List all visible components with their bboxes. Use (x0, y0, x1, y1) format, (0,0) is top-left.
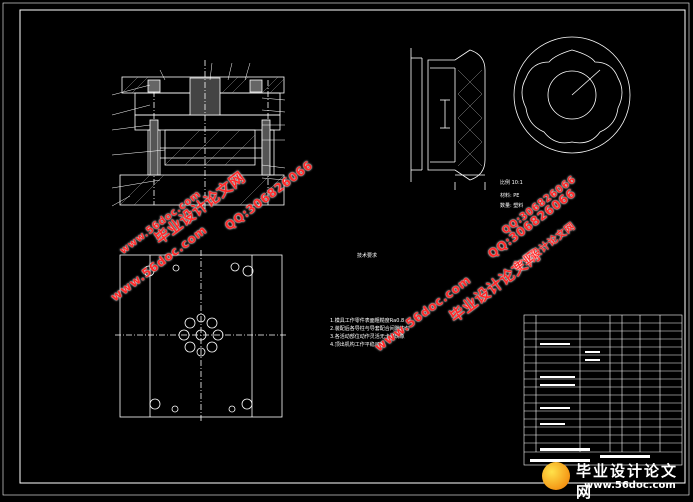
note-line: 2.装配后各导柱与导套配合间隙均匀 (330, 326, 410, 332)
scale-label: 比例 10:1 (500, 180, 523, 186)
site-logo: 毕业设计论文网 www.56doc.com (540, 458, 690, 501)
mold-plan-view (115, 250, 288, 422)
title-block (523, 314, 683, 466)
part-front-view (513, 36, 631, 154)
outer-border (2, 2, 690, 496)
mold-section-view (111, 60, 286, 210)
material-label: 材料: PE (500, 193, 520, 199)
notes-heading: 技术要求 (357, 253, 378, 259)
logo-name: 毕业设计论文网 (576, 462, 679, 501)
note-line: 3.各活动部位动作灵活无卡滞现象 (330, 334, 405, 340)
logo-icon (542, 462, 570, 490)
inner-border (19, 9, 686, 484)
note-line: 4.顶出机构工作平稳可靠 (330, 342, 385, 348)
quantity-label: 数量: 塑料 (500, 203, 524, 209)
part-section-view (410, 48, 486, 190)
note-line: 1.模具工作零件表面粗糙度Ra0.8 (330, 318, 405, 324)
logo-url: www.56doc.com (584, 480, 676, 491)
